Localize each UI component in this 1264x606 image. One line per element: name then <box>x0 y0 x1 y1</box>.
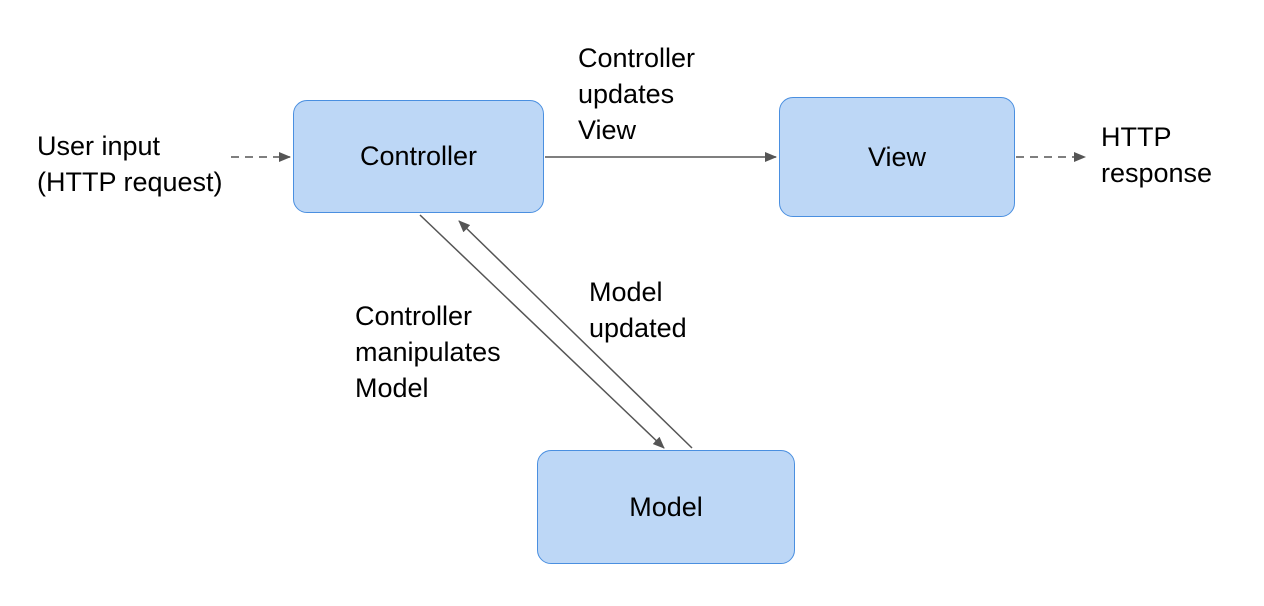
model-node-label: Model <box>629 491 703 522</box>
view-node: View <box>779 97 1015 217</box>
controller-updates-view-label-line-3: View <box>578 115 637 145</box>
controller-updates-view-label-line-2: updates <box>578 79 675 109</box>
http-response-label-line-2: response <box>1101 158 1213 188</box>
controller-updates-view-label-line-1: Controller <box>578 43 696 73</box>
model-updated-label-line-1: Model <box>589 277 663 307</box>
model-node: Model <box>537 450 795 564</box>
controller-updates-view-label: Controller updates View <box>578 40 695 148</box>
controller-manipulates-model-label: Controller manipulates Model <box>355 298 501 406</box>
view-node-label: View <box>867 141 927 172</box>
controller-manipulates-model-label-line-3: Model <box>355 373 429 403</box>
controller-node: Controller <box>293 100 544 213</box>
edge-controller-to-model <box>419 214 665 449</box>
user-input-label-line-2: (HTTP request) <box>37 167 223 197</box>
controller-manipulates-model-label-line-1: Controller <box>355 301 473 331</box>
model-updated-label-line-2: updated <box>589 313 687 343</box>
user-input-label-line-1: User input <box>37 131 161 161</box>
edge-model-to-controller <box>458 220 693 449</box>
model-updated-label: Model updated <box>589 274 687 346</box>
http-response-label-line-1: HTTP <box>1101 122 1172 152</box>
controller-node-label: Controller <box>359 141 478 171</box>
http-response-label: HTTP response <box>1101 119 1212 191</box>
user-input-label: User input (HTTP request) <box>37 128 223 200</box>
controller-manipulates-model-label-line-2: manipulates <box>355 337 501 367</box>
